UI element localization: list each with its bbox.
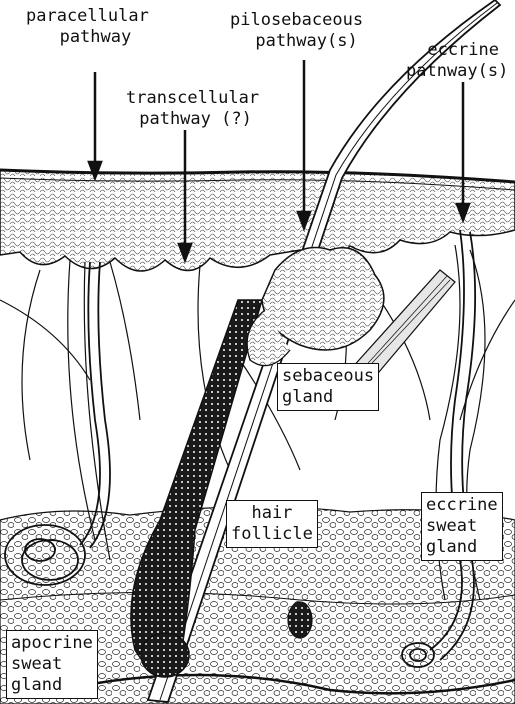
hair-bulb [141,633,189,677]
label-text: sweat [11,654,93,675]
label-text: sebaceous [282,366,374,387]
label-text: transcellular [126,88,259,108]
label-text: eccrine [426,495,498,516]
label-text: pathway(s) [235,31,357,51]
label-pilosebaceous-pathway: pilosebaceous pathway(s) [230,10,363,52]
label-text: gland [11,675,93,696]
label-text: paracellular [26,6,149,26]
label-transcellular-pathway: transcellular pathway (?) [126,88,259,130]
label-text: gland [426,537,498,558]
label-text: apocrine [11,633,93,654]
label-text: sweat [426,516,498,537]
label-text: follicle [231,524,313,545]
label-text: gland [282,387,374,408]
label-text: pathway (?) [133,109,252,129]
label-eccrine-pathway: eccrine patnway(s) [406,40,508,82]
label-text: patnway(s) [406,61,508,81]
label-hair-follicle: hair follicle [226,500,318,548]
label-paracellular-pathway: paracellular pathway [26,6,149,48]
label-eccrine-sweat-gland: eccrine sweat gland [421,492,503,561]
label-text: hair [231,503,313,524]
label-text: pilosebaceous [230,10,363,30]
label-text: eccrine [415,40,499,60]
label-text: pathway [44,27,132,47]
label-apocrine-sweat-gland: apocrine sweat gland [6,630,98,699]
label-sebaceous-gland: sebaceous gland [277,363,379,411]
